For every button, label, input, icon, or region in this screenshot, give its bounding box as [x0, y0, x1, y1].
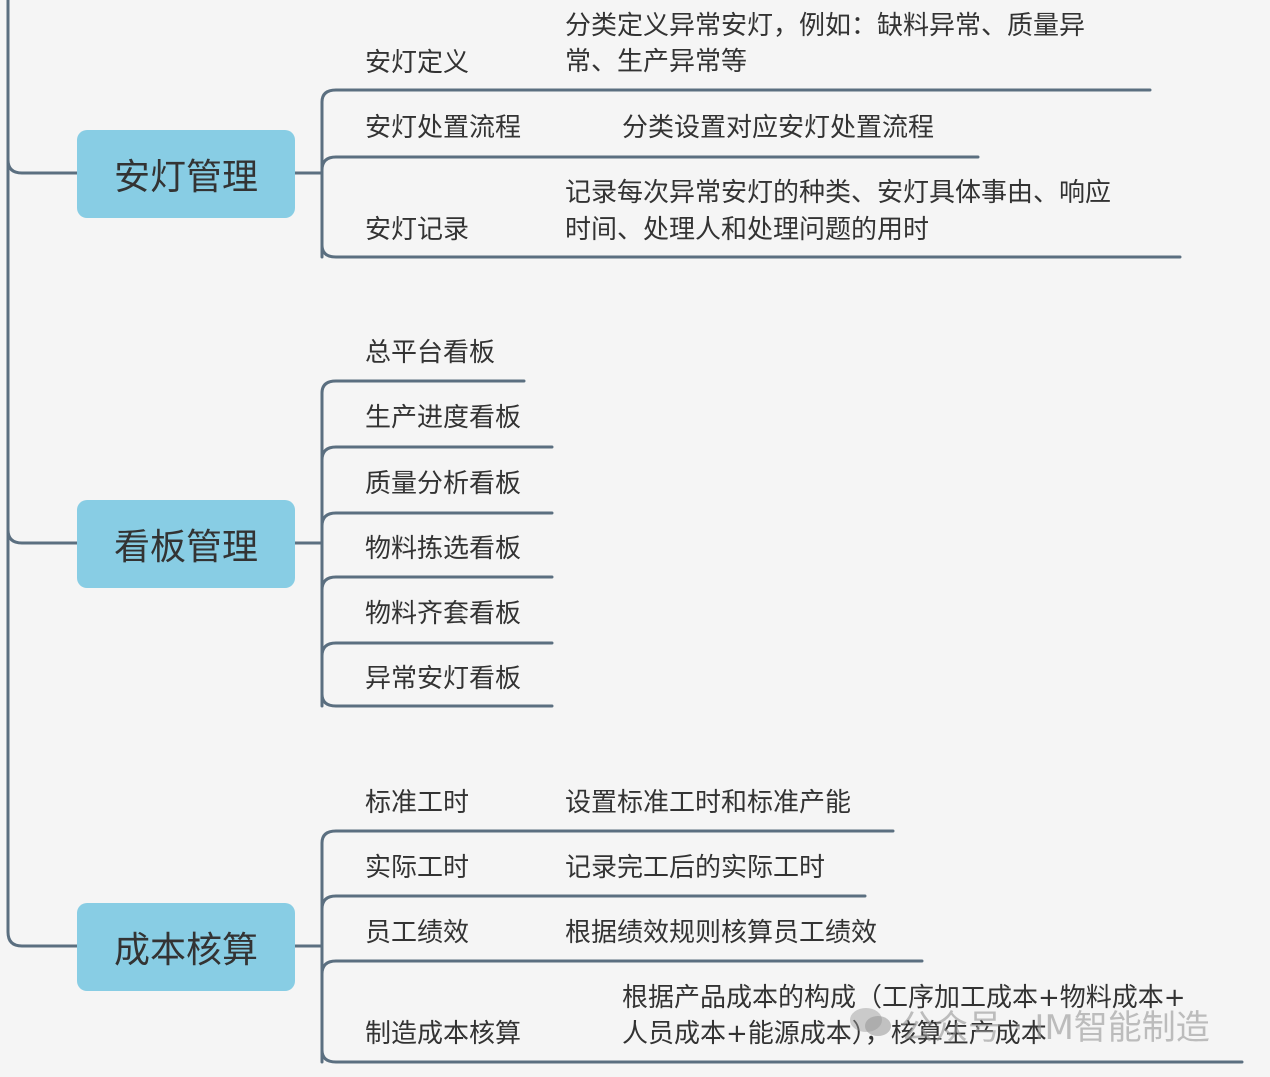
- desc-actual-hours: 记录完工后的实际工时: [565, 853, 826, 883]
- item-standard-hours: 标准工时: [365, 788, 470, 818]
- node-kanban-management: 看板管理: [77, 500, 295, 588]
- item-progress-kanban: 生产进度看板: [365, 403, 522, 433]
- node-cost-accounting: 成本核算: [77, 903, 295, 991]
- item-picking-kanban: 物料拣选看板: [365, 534, 522, 564]
- wechat-icon: [850, 1008, 891, 1036]
- item-kitting-kanban: 物料齐套看板: [365, 599, 522, 629]
- item-andon-process: 安灯处置流程: [365, 113, 522, 143]
- item-actual-hours: 实际工时: [365, 853, 470, 883]
- node-andon-management: 安灯管理: [77, 130, 295, 218]
- desc-manufacturing-cost-line1: 根据产品成本的构成（工序加工成本+物料成本+: [622, 983, 1186, 1013]
- item-employee-performance: 员工绩效: [365, 918, 470, 948]
- desc-andon-definition-line1: 分类定义异常安灯，例如：缺料异常、质量异: [565, 11, 1086, 41]
- desc-employee-performance: 根据绩效规则核算员工绩效: [565, 918, 878, 948]
- desc-manufacturing-cost-line2: 人员成本+能源成本），核算生产成本: [622, 1019, 1047, 1049]
- item-manufacturing-cost: 制造成本核算: [365, 1019, 522, 1049]
- item-andon-kanban: 异常安灯看板: [365, 664, 522, 694]
- desc-andon-record-line2: 时间、处理人和处理问题的用时: [565, 215, 930, 245]
- item-platform-kanban: 总平台看板: [365, 338, 496, 368]
- desc-standard-hours: 设置标准工时和标准产能: [565, 788, 852, 818]
- desc-andon-definition-line2: 常、生产异常等: [565, 47, 748, 77]
- item-andon-record: 安灯记录: [365, 215, 470, 245]
- item-quality-kanban: 质量分析看板: [365, 469, 522, 499]
- item-andon-definition: 安灯定义: [365, 48, 470, 78]
- desc-andon-record-line1: 记录每次异常安灯的种类、安灯具体事由、响应: [565, 178, 1112, 208]
- desc-andon-process: 分类设置对应安灯处置流程: [622, 113, 935, 143]
- watermark: 公众号 · IM智能制造: [900, 1008, 1210, 1048]
